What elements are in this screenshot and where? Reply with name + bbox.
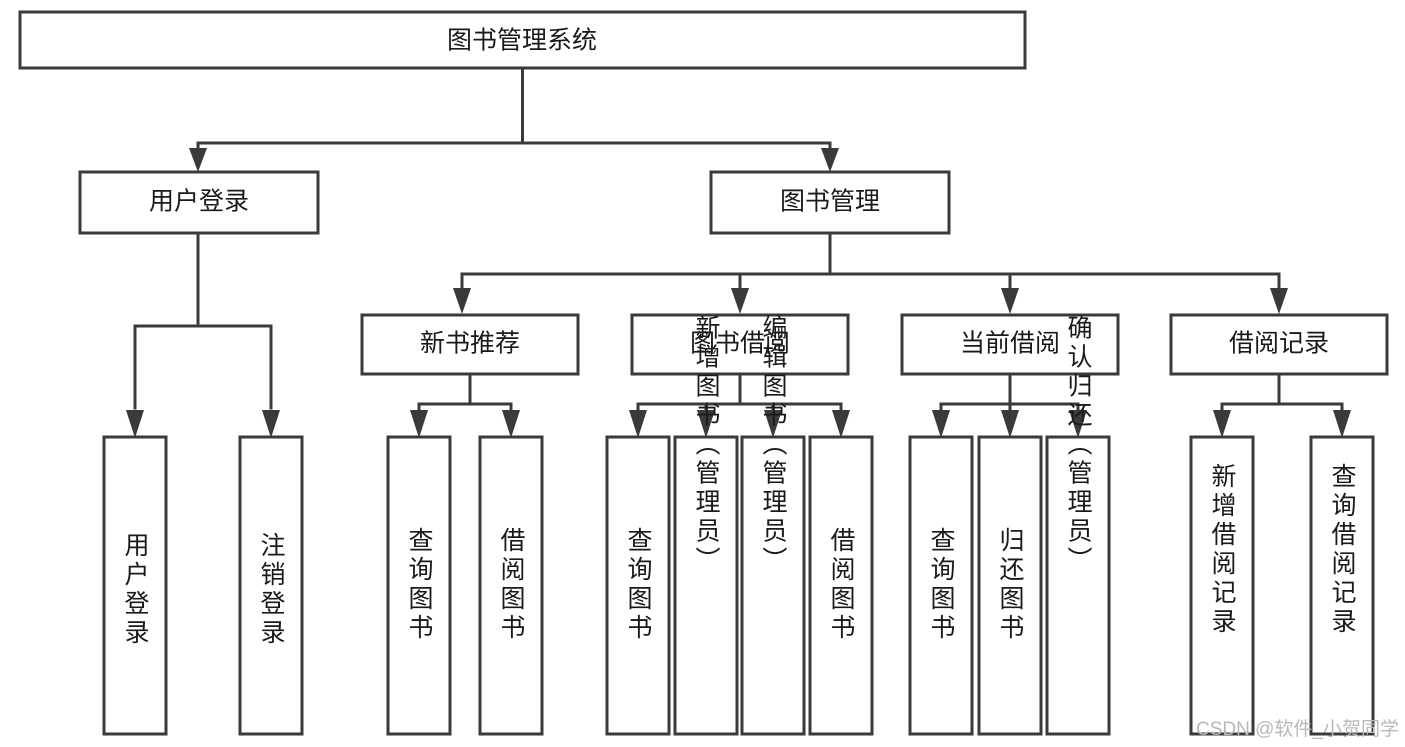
leaf-query-book-current-box[interactable] [908,435,974,736]
node-book-borrowing-label: 图书借阅 [690,330,790,358]
leaf-query-book-borrow-label: 查询图书 [624,527,653,643]
node-current-borrowing[interactable]: 当前借阅 [900,313,1120,376]
leaf-query-borrow-record-label: 查询借阅记录 [1328,463,1357,637]
arrowhead-book-mgmt [821,148,839,172]
leaf-node-borrow-book-borrow[interactable]: 借阅图书 [808,435,874,736]
leaf-add-book-admin-label: 新增图书（管理员） [692,315,721,576]
leaf-node-query-book-newbooks[interactable]: 查询图书 [386,435,452,736]
arrowhead-user-login [189,148,207,172]
leaf-logout-label: 注销登录 [257,532,286,648]
leaf-add-borrow-record-box[interactable] [1189,435,1255,736]
leaf-node-add-borrow-record[interactable]: 新增借阅记录 [1189,435,1255,736]
arrowhead-records [1270,288,1288,314]
leaf-add-borrow-record-label: 新增借阅记录 [1208,463,1237,637]
leaf-query-book-newbooks-box[interactable] [386,435,452,736]
leaf-node-query-borrow-record[interactable]: 查询借阅记录 [1309,435,1375,736]
node-borrowing-records[interactable]: 借阅记录 [1169,313,1389,376]
arrowhead-borrow [731,288,749,314]
node-book-borrowing[interactable]: 图书借阅 [630,313,850,376]
arrowhead-current [1001,288,1019,314]
node-borrowing-records-label: 借阅记录 [1229,330,1329,358]
leaf-user-login-box[interactable] [102,435,168,736]
node-user-login-label: 用户登录 [149,188,249,216]
arrowhead-current-leaf-1 [932,410,950,438]
arrowhead-newbooks-leaf-2 [502,410,520,438]
leaf-return-book-box[interactable] [977,435,1043,736]
node-current-borrowing-box[interactable] [900,313,1120,376]
leaf-node-confirm-return-admin[interactable]: 确认归还（管理员） [1045,315,1111,736]
leaf-confirm-return-admin-box[interactable] [1045,435,1111,736]
node-root-book-management-system[interactable]: 图书管理系统 [18,10,1027,70]
arrowhead-leaf-user-login [126,410,144,438]
leaf-borrow-book-newbooks-label: 借阅图书 [497,527,526,643]
leaf-borrow-book-borrow-box[interactable] [808,435,874,736]
leaf-node-query-book-borrow[interactable]: 查询图书 [605,435,671,736]
node-book-management[interactable]: 图书管理 [709,170,951,235]
node-current-borrowing-label: 当前借阅 [960,330,1060,358]
leaf-add-book-admin-box[interactable] [673,435,739,736]
arrowhead-borrow-leaf-4 [832,410,850,438]
arrowhead-borrow-leaf-1 [629,410,647,438]
leaf-query-book-newbooks-label: 查询图书 [405,527,434,643]
leaf-node-logout[interactable]: 注销登录 [238,435,304,736]
leaf-edit-book-admin-label: 编辑图书（管理员） [759,315,788,576]
arrowhead-records-leaf-1 [1213,410,1231,438]
node-book-management-box[interactable] [709,170,951,235]
arrowhead-leaf-logout [262,410,280,438]
leaf-node-add-book-admin[interactable]: 新增图书（管理员） [673,315,739,736]
leaf-user-login-label: 用户登录 [121,532,150,648]
leaf-query-book-borrow-box[interactable] [605,435,671,736]
leaf-node-edit-book-admin[interactable]: 编辑图书（管理员） [740,315,806,736]
arrowhead-newbooks [453,288,471,314]
arrowhead-current-leaf-2 [1001,410,1019,438]
node-user-login-box[interactable] [78,170,320,235]
node-book-management-label: 图书管理 [780,188,880,216]
arrowhead-newbooks-leaf-1 [410,410,428,438]
leaf-confirm-return-admin-label: 确认归还（管理员） [1064,315,1093,576]
node-root-box[interactable] [18,10,1027,70]
node-new-book-recommendation[interactable]: 新书推荐 [360,313,580,376]
leaf-node-borrow-book-newbooks[interactable]: 借阅图书 [478,435,544,736]
leaf-borrow-book-borrow-label: 借阅图书 [827,527,856,643]
arrowhead-records-leaf-2 [1333,410,1351,438]
arrowhead-borrow-leaf-2 [697,410,715,438]
leaf-query-book-current-label: 查询图书 [927,527,956,643]
arrowhead-borrow-leaf-3 [764,410,782,438]
leaf-borrow-book-newbooks-box[interactable] [478,435,544,736]
arrowhead-current-leaf-3 [1069,410,1087,438]
leaf-return-book-label: 归还图书 [996,527,1025,643]
leaf-edit-book-admin-box[interactable] [740,435,806,736]
leaf-logout-box[interactable] [238,435,304,736]
leaf-query-borrow-record-box[interactable] [1309,435,1375,736]
node-user-login[interactable]: 用户登录 [78,170,320,235]
leaf-node-query-book-current[interactable]: 查询图书 [908,435,974,736]
leaf-node-user-login[interactable]: 用户登录 [102,435,168,736]
csdn-watermark: CSDN @软件_小贺同学 [1196,718,1399,740]
node-new-book-recommendation-box[interactable] [360,313,580,376]
leaf-node-return-book[interactable]: 归还图书 [977,435,1043,736]
node-borrowing-records-box[interactable] [1169,313,1389,376]
node-root-label: 图书管理系统 [447,27,597,55]
connector-layer [126,66,1351,438]
node-new-book-recommendation-label: 新书推荐 [420,330,520,358]
node-book-borrowing-box[interactable] [630,313,850,376]
